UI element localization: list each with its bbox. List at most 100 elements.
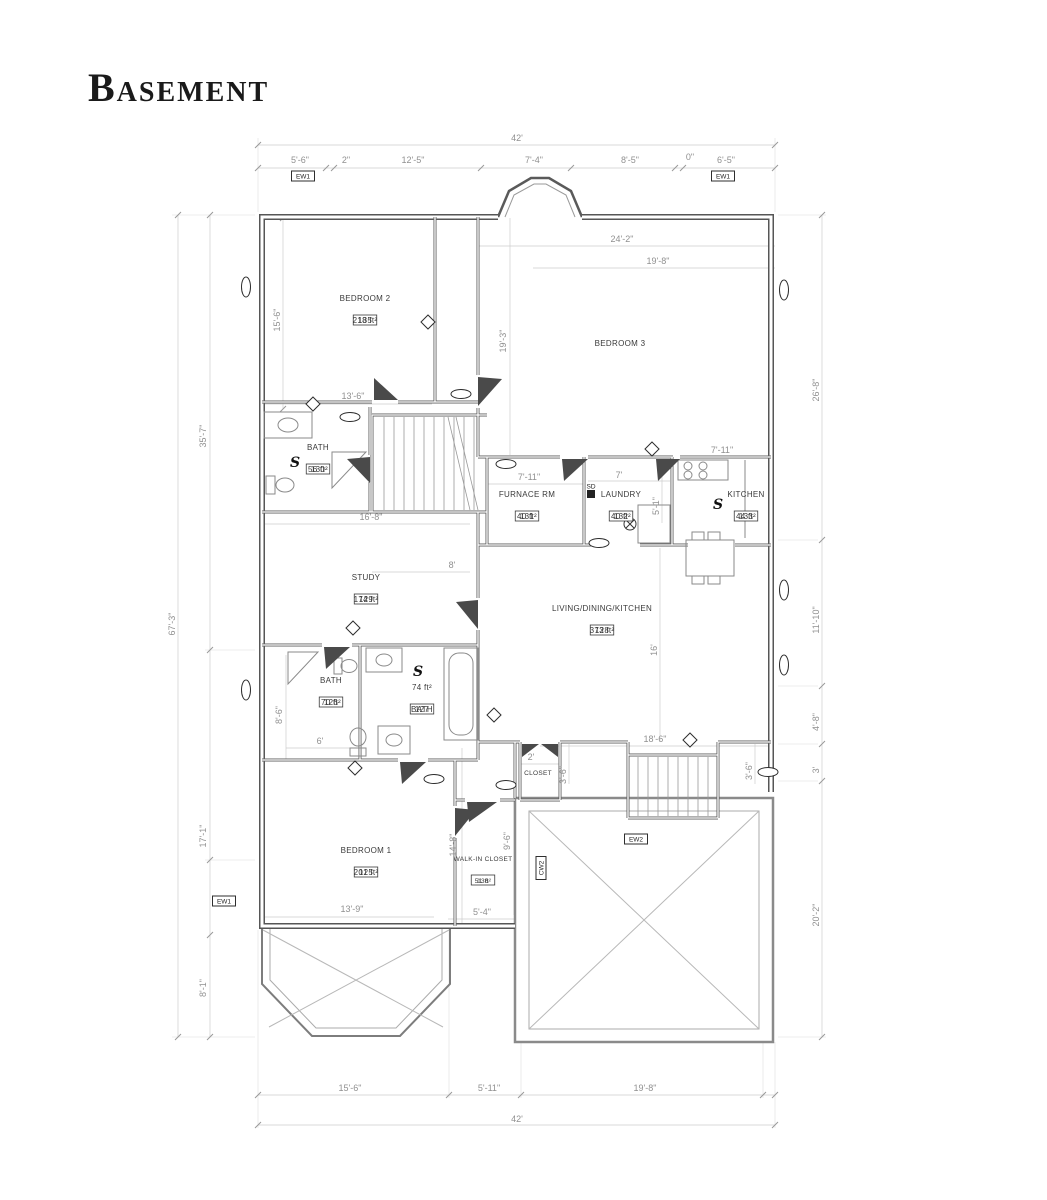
chair-icon	[707, 531, 721, 541]
dimension-label: 9'-6"	[502, 832, 512, 850]
dimension-label: 5'-4"	[473, 907, 491, 917]
room-number: 127	[415, 705, 429, 714]
burner	[683, 461, 693, 471]
doors	[324, 377, 680, 836]
oval-tag	[450, 389, 472, 399]
rect-tag: EW1	[291, 170, 315, 182]
vanity	[377, 725, 411, 755]
dimension-labels: 42'5'-6"2"12'-5"7'-4"8'-5"0"6'-5"24'-2"1…	[167, 133, 821, 1124]
dimension-label: 42'	[511, 1114, 523, 1124]
dimension-label: 15'-6"	[272, 309, 282, 332]
diamond-tag	[420, 314, 436, 330]
walls-exterior	[259, 214, 774, 929]
bay-window-top	[496, 176, 584, 218]
room-area: 56 ft²	[308, 465, 328, 474]
toilet-tank	[265, 475, 276, 495]
dimension-label: 6'-5"	[717, 155, 735, 165]
dimension-label: 19'-8"	[647, 256, 670, 266]
diamond-tag	[347, 760, 363, 776]
dimension-label: 7'	[616, 470, 623, 480]
dimension-label: 6'	[317, 736, 324, 746]
diamond-tag	[682, 732, 698, 748]
diamond-tag	[305, 396, 321, 412]
oval-tag	[779, 279, 789, 301]
room-name: BEDROOM 1	[341, 846, 392, 855]
door-icon	[400, 762, 426, 784]
room-number: 130	[311, 465, 325, 474]
room-name: BEDROOM 2	[340, 294, 391, 303]
room-number-box	[589, 624, 615, 636]
room-area: 70 ft²	[321, 698, 341, 707]
oval-tag	[757, 767, 779, 777]
oval-tag	[423, 774, 445, 784]
dimension-label: 5'-11"	[478, 1083, 500, 1093]
room-number: 128	[595, 626, 609, 635]
plumbing-symbol: S	[413, 664, 423, 680]
room-number: 136	[477, 878, 489, 885]
room-area: 174 ft²	[354, 595, 379, 604]
rect-tag: EW1	[711, 170, 735, 182]
dimension-label: 3'-6"	[558, 766, 568, 784]
room-number: 135	[358, 316, 372, 325]
room-name: KITCHEN	[727, 490, 764, 499]
room-number: 132	[614, 512, 628, 521]
dimension-label: 2"	[342, 155, 350, 165]
oval-tag	[588, 538, 610, 548]
room-name: BATH	[411, 705, 433, 714]
svg-text:EW2: EW2	[629, 837, 643, 844]
door-icon	[374, 378, 398, 400]
dimension-label: 0"	[686, 152, 694, 162]
dimension-label: 13'-6"	[342, 391, 365, 401]
room-number: 133	[739, 512, 753, 521]
room-number: 131	[520, 512, 534, 521]
room-number: 126	[324, 698, 338, 707]
room-number-box	[318, 696, 344, 708]
chair-icon	[691, 575, 705, 585]
room-area: 40 ft²	[517, 512, 537, 521]
room-name: BATH	[320, 676, 342, 685]
door-icon	[478, 377, 502, 406]
door-icon	[467, 802, 497, 822]
unexcavated-area	[513, 796, 775, 1044]
rect-tag: CW2	[535, 856, 547, 880]
vanity	[365, 647, 403, 673]
vanity	[263, 411, 313, 439]
dimension-label: 16'-8"	[360, 512, 383, 522]
fixtures	[263, 411, 746, 757]
toilet-tank	[349, 747, 367, 757]
room-area: 40 ft²	[611, 512, 631, 521]
room-number-box	[305, 463, 331, 475]
sink-icon	[277, 417, 299, 433]
dimension-label: 19'-3"	[498, 330, 508, 353]
dimension-label: 19'-8"	[634, 1083, 657, 1093]
oval-tag	[779, 654, 789, 676]
dimension-label: 8'-5"	[621, 155, 639, 165]
door-icon	[562, 459, 588, 481]
dimension-label: 8'-1"	[198, 979, 208, 997]
dimension-label: 5'-6"	[291, 155, 309, 165]
room-name: LAUNDRY	[601, 490, 642, 499]
toilet-icon	[349, 727, 367, 747]
burner	[698, 470, 708, 480]
dimension-label: 8'-6"	[274, 706, 284, 724]
room-number-box	[514, 510, 540, 522]
toilet-icon	[340, 659, 358, 673]
room-number: 125	[359, 868, 373, 877]
dimension-label: 3'	[811, 766, 821, 773]
door-icon	[347, 457, 370, 483]
door-icon	[324, 647, 350, 669]
diamond-tag	[486, 707, 502, 723]
plumbing-symbol: S	[713, 497, 723, 513]
room-area: 373 ft²	[590, 626, 615, 635]
dimension-label: 42'	[511, 133, 523, 143]
dimension-label: 11'-10"	[811, 606, 821, 633]
dimension-label: 17'-1"	[198, 825, 208, 848]
burner	[698, 461, 708, 471]
